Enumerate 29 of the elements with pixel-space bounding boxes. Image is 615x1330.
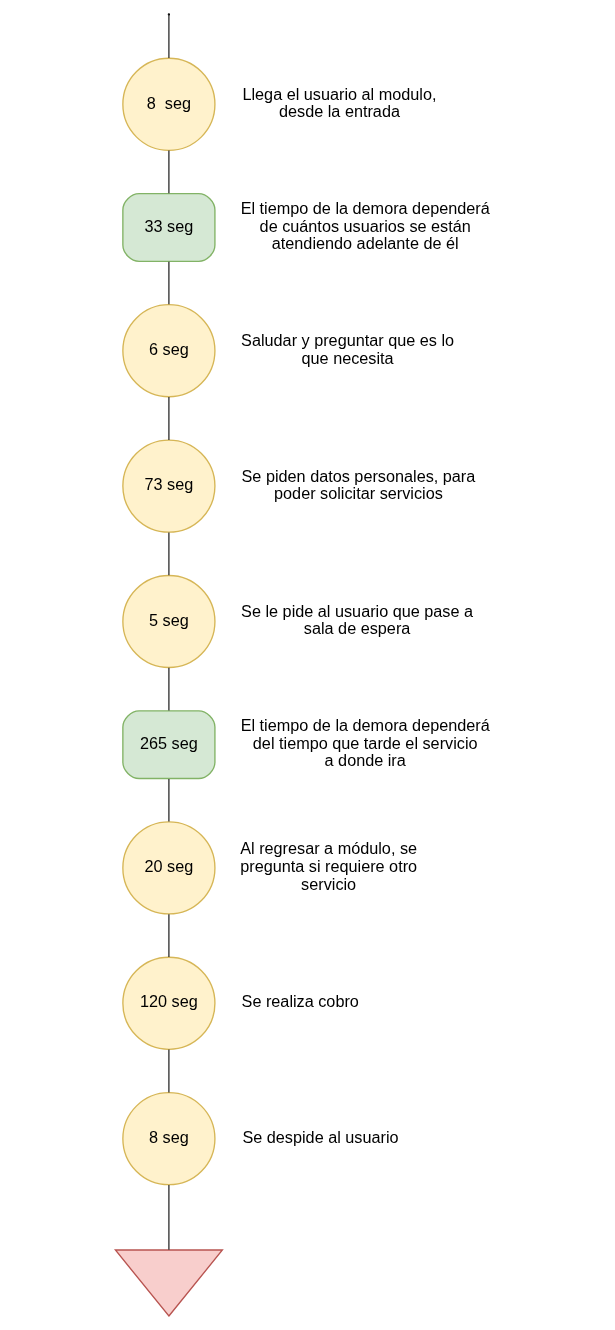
connector bbox=[167, 778, 170, 823]
node-label: Se despide al usuario bbox=[241, 1127, 399, 1146]
node-circle: 20 seg bbox=[121, 821, 216, 915]
node-label: Se realiza cobro bbox=[241, 992, 359, 1011]
node-circle: 73 seg bbox=[121, 439, 216, 533]
connector bbox=[167, 1184, 170, 1251]
connector bbox=[167, 913, 170, 958]
node-box: 33 seg bbox=[121, 193, 216, 263]
node-label: Saludar y preguntar que es lo que necesita bbox=[240, 331, 454, 367]
node-label: El tiempo de la demora dependerá de cuántos usuarios se están atendiendo adelante de él bbox=[240, 199, 490, 253]
connector bbox=[167, 396, 170, 441]
node-circle: 8 seg bbox=[121, 57, 216, 152]
node-triangle bbox=[113, 1249, 224, 1318]
node-label: Se piden datos personales, para poder solicitar servicios bbox=[241, 466, 475, 503]
node-box: 265 seg bbox=[121, 710, 216, 780]
node-label: Al regresar a módulo, se pregunta si requiere otro servicio bbox=[239, 839, 417, 893]
connector bbox=[167, 667, 170, 712]
node-circle: 6 seg bbox=[121, 304, 216, 398]
connector bbox=[167, 149, 170, 194]
node-label: El tiempo de la demora dependerá del tiempo que tarde el servicio a donde ira bbox=[240, 716, 490, 770]
node-circle: 5 seg bbox=[121, 574, 216, 669]
connector bbox=[167, 1048, 170, 1094]
node-circle: 120 seg bbox=[121, 956, 216, 1050]
node-label: Se le pide al usuario que pase a sala de espera bbox=[240, 601, 473, 638]
node-label: Llega el usuario al modulo, desde la entrada bbox=[241, 84, 436, 121]
connector bbox=[167, 14, 170, 59]
connector bbox=[167, 531, 170, 576]
node-circle: 8 seg bbox=[121, 1091, 216, 1186]
connector bbox=[167, 261, 170, 305]
